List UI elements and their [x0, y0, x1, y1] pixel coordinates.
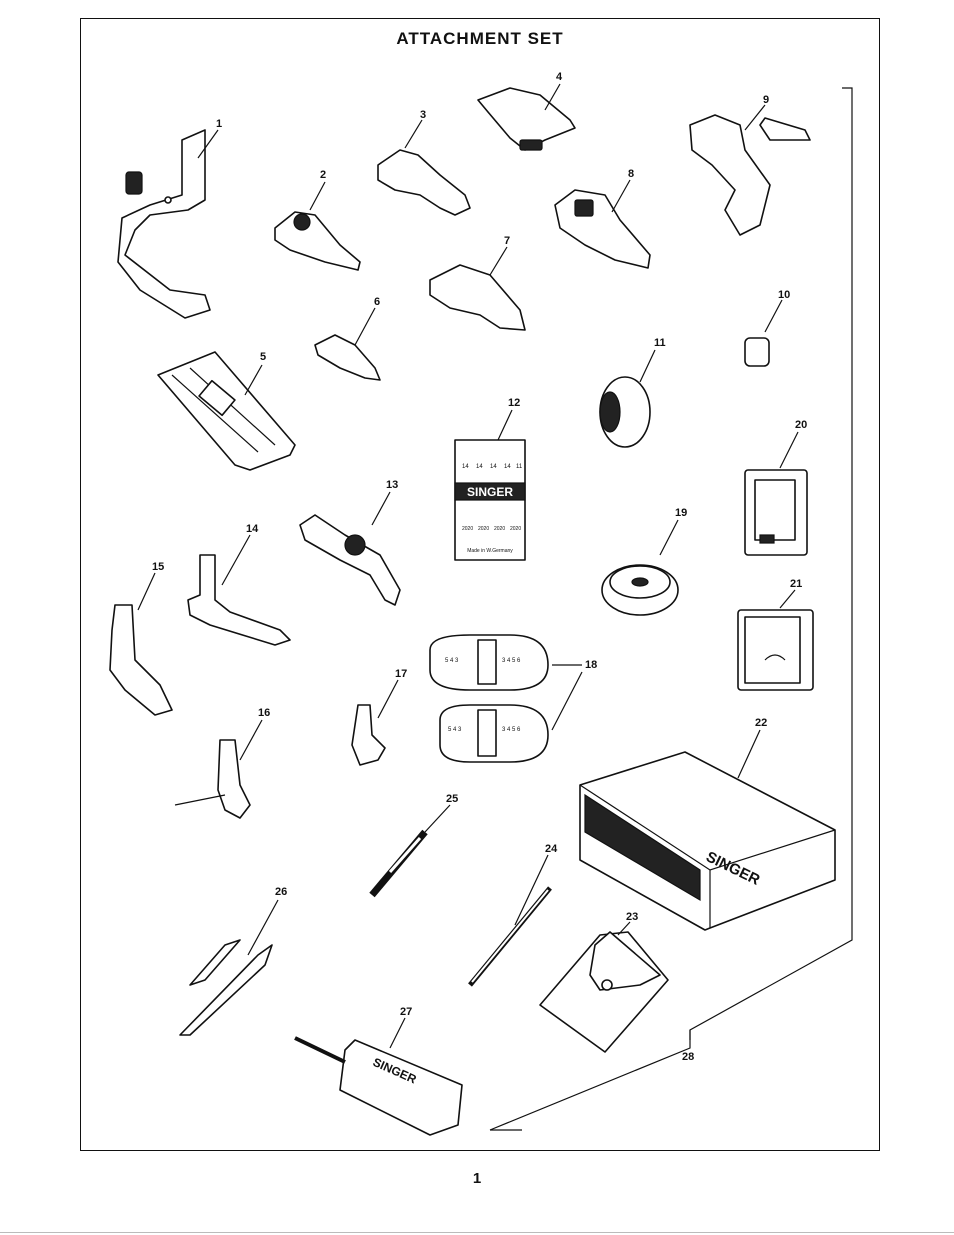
part-18-needle-plates: 5 4 3 3 4 5 6 5 4 3 3 4 5 6 18: [429, 634, 597, 763]
part-5-buttonhole-foot: 5: [157, 351, 296, 471]
label-28: 28: [682, 1051, 694, 1063]
label-4: 4: [556, 71, 563, 83]
bracket-28: [489, 87, 853, 1131]
label-25: 25: [446, 793, 458, 805]
part-1-foot: 1: [117, 118, 222, 319]
needle-code-2: 2020: [478, 526, 489, 532]
part-3-foot: 3: [377, 109, 471, 216]
plate-1-scale-right: 3 4 5 6: [502, 658, 521, 664]
label-17: 17: [395, 668, 407, 680]
label-12: 12: [508, 397, 520, 409]
needle-size-1: 14: [462, 464, 469, 470]
needle-size-3: 14: [490, 464, 497, 470]
part-14-foot: 14: [187, 523, 291, 646]
page-number: 1: [472, 1170, 482, 1187]
label-24: 24: [545, 843, 558, 855]
part-26-seam-ripper: 26: [179, 886, 287, 1036]
needle-code-4: 2020: [510, 526, 521, 532]
label-3: 3: [420, 109, 426, 121]
part-21-plate: 21: [737, 578, 814, 691]
label-6: 6: [374, 296, 380, 308]
label-27: 27: [400, 1006, 412, 1018]
part-16-tool: 16: [174, 707, 270, 819]
part-23-pouch: 23: [539, 911, 669, 1053]
part-22-box: SINGER 22: [579, 717, 836, 931]
page-title: ATTACHMENT SET: [396, 29, 564, 48]
bottom-rule: [0, 1232, 954, 1233]
label-26: 26: [275, 886, 287, 898]
part-27-oiler: SINGER 27: [294, 1006, 463, 1136]
label-21: 21: [790, 578, 802, 590]
label-13: 13: [386, 479, 398, 491]
label-1: 1: [216, 118, 222, 130]
part-2-foot: 2: [274, 169, 361, 271]
part-17-foot: 17: [351, 668, 407, 766]
needle-size-4: 14: [504, 464, 511, 470]
illustration-frame: ATTACHMENT SET: [80, 18, 880, 1151]
needle-size-5: 11: [516, 464, 523, 470]
label-22: 22: [755, 717, 767, 729]
part-19-disc: 19: [601, 507, 687, 616]
plate-2-scale-right: 3 4 5 6: [502, 727, 521, 733]
part-8-foot: 8: [554, 168, 651, 269]
label-7: 7: [504, 235, 510, 247]
label-10: 10: [778, 289, 790, 301]
part-25-seam-ripper: 25: [369, 793, 458, 898]
needle-pack-brand: SINGER: [467, 485, 513, 499]
plate-2-scale-left: 5 4 3: [448, 727, 462, 733]
part-10-cam: 10: [744, 289, 790, 367]
attachment-illustration: 1 2 3 4 5 6 7: [109, 71, 853, 1136]
label-15: 15: [152, 561, 164, 573]
part-7-foot: 7: [429, 235, 526, 331]
part-11-knob: 11: [599, 337, 666, 448]
needle-pack-origin: Made in W.Germany: [467, 548, 513, 554]
part-15-foot: 15: [109, 561, 173, 716]
needle-code-3: 2020: [494, 526, 505, 532]
label-8: 8: [628, 168, 634, 180]
label-23: 23: [626, 911, 638, 923]
part-20-plate: 20: [744, 419, 808, 556]
label-19: 19: [675, 507, 687, 519]
part-12-needle-pack: SINGER 14 14 14 14 11 2020 2020 2020 202…: [454, 397, 526, 561]
label-20: 20: [795, 419, 807, 431]
part-24-screwdriver: 24: [468, 843, 558, 987]
part-9-foot: 9: [689, 94, 811, 236]
label-9: 9: [763, 94, 769, 106]
label-14: 14: [246, 523, 259, 535]
label-18: 18: [585, 659, 597, 671]
label-5: 5: [260, 351, 266, 363]
label-2: 2: [320, 169, 326, 181]
needle-code-1: 2020: [462, 526, 473, 532]
plate-1-scale-left: 5 4 3: [445, 658, 459, 664]
part-6-foot: 6: [314, 296, 381, 381]
needle-size-2: 14: [476, 464, 483, 470]
part-4-foot: 4: [477, 71, 576, 151]
label-11: 11: [654, 337, 666, 349]
part-13-guide: 13: [299, 479, 401, 606]
label-16: 16: [258, 707, 270, 719]
